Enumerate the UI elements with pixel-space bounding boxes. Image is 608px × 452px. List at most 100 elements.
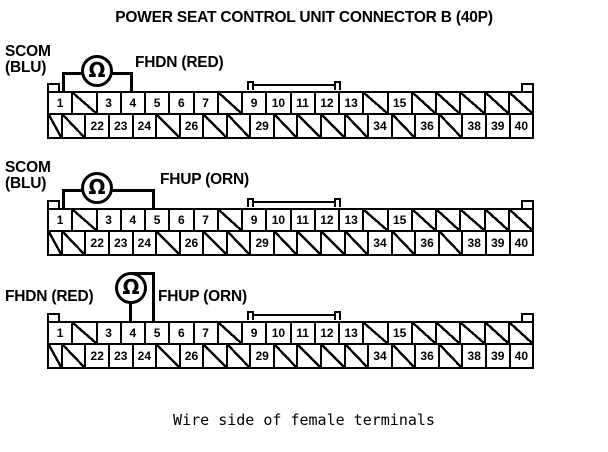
pin-cell-6: 6 [170, 210, 195, 230]
pin-cell-13: 13 [340, 93, 365, 113]
test-2-right-label: FHUP (ORN) [160, 171, 249, 188]
pin-number: 5 [153, 213, 161, 227]
pin-cell-35 [392, 345, 417, 367]
pin-cell-17 [437, 323, 462, 343]
pin-cell-33 [345, 115, 370, 137]
pin-cell-18 [461, 210, 486, 230]
pin-number: 15 [392, 213, 407, 227]
pin-number: 15 [392, 96, 407, 110]
pin-number: 3 [105, 326, 112, 340]
pin-cell-28 [227, 345, 252, 367]
ohm-icon: Ω [81, 55, 113, 87]
pin-cell-blank [62, 345, 87, 367]
pin-cell-37 [439, 115, 464, 137]
pin-number: 7 [202, 96, 209, 110]
pin-number: 38 [467, 236, 481, 250]
test-1-shoulder-left [47, 83, 60, 92]
pin-number: 11 [296, 326, 309, 340]
pin-cell-blank [62, 115, 87, 137]
pin-cell-23: 23 [109, 345, 134, 367]
test-3-left-label: FHDN (RED) [5, 288, 94, 305]
pin-cell-11: 11 [291, 210, 316, 230]
pin-cell-3: 3 [97, 210, 122, 230]
pin-cell-11: 11 [291, 93, 316, 113]
pin-cell-27 [204, 345, 228, 367]
pin-cell-8 [218, 93, 243, 113]
test-2-left-label: SCOM(BLU) [5, 160, 51, 192]
pin-number: 15 [392, 326, 407, 340]
pin-cell-19 [485, 93, 510, 113]
test-3-meter-symbol: Ω [122, 275, 140, 299]
pin-number: 34 [373, 349, 387, 363]
pin-number: 12 [320, 96, 334, 110]
pin-cell-1: 1 [49, 323, 74, 343]
pin-cell-23: 23 [109, 232, 134, 254]
pin-number: 22 [90, 236, 104, 250]
pin-cell-25 [157, 345, 181, 367]
test-3-lead-top-horizontal [129, 272, 154, 275]
pin-cell-20 [509, 93, 532, 113]
pin-cell-15: 15 [388, 210, 413, 230]
test-2-probe-lead-left [62, 189, 65, 209]
pin-number: 10 [271, 213, 286, 227]
pin-number: 24 [137, 119, 151, 133]
pin-cell-19 [485, 323, 510, 343]
pin-number: 6 [178, 96, 185, 110]
pin-cell-17 [437, 93, 462, 113]
pin-number: 12 [320, 213, 334, 227]
pin-number: 36 [420, 119, 434, 133]
test-2-meter-symbol: Ω [88, 175, 106, 199]
pin-number: 1 [56, 96, 64, 110]
pin-cell-16 [412, 93, 437, 113]
pin-number: 1 [56, 213, 64, 227]
test-3-right-label: FHUP (ORN) [158, 288, 247, 305]
pin-cell-13: 13 [340, 210, 365, 230]
test-2-probe-lead-right [152, 189, 155, 209]
locking-tab-right-post [334, 198, 341, 207]
pin-cell-8 [218, 323, 243, 343]
pin-cell-29: 29 [251, 232, 275, 254]
pin-number: 11 [296, 96, 309, 110]
pin-cell-7: 7 [194, 210, 219, 230]
pin-cell-4: 4 [121, 323, 146, 343]
pin-cell-26: 26 [180, 115, 205, 137]
pin-cell-33 [345, 232, 370, 254]
label-line: (BLU) [5, 59, 47, 76]
pin-number: 5 [153, 326, 161, 340]
pin-cell-9: 9 [243, 210, 268, 230]
pin-cell-29: 29 [251, 115, 275, 137]
pin-number: 39 [491, 349, 505, 363]
pin-number: 29 [255, 349, 269, 363]
pin-cell-24: 24 [133, 345, 158, 367]
test-3-probe-lead-right [152, 272, 155, 322]
pin-cell-12: 12 [315, 210, 340, 230]
pin-cell-39: 39 [486, 232, 511, 254]
pin-cell-40: 40 [510, 115, 533, 137]
pin-number: 6 [178, 326, 185, 340]
pin-cell-34: 34 [369, 345, 393, 367]
pin-cell-22: 22 [86, 115, 110, 137]
pin-cell-30 [274, 232, 299, 254]
pin-cell-18 [461, 323, 486, 343]
pin-number: 13 [344, 213, 358, 227]
pin-cell-32 [322, 115, 346, 137]
pin-cell-3: 3 [97, 323, 122, 343]
ohm-icon: Ω [115, 272, 147, 304]
label-line: SCOM [5, 43, 51, 60]
pin-number: 23 [114, 236, 128, 250]
pin-number: 3 [105, 213, 112, 227]
pin-cell-34: 34 [369, 115, 393, 137]
pin-cell-5: 5 [146, 93, 171, 113]
pin-cell-38: 38 [463, 115, 487, 137]
test-1-right-label: FHDN (RED) [135, 54, 224, 71]
pin-cell-33 [345, 345, 370, 367]
pin-number: 4 [129, 213, 137, 227]
pin-cell-14 [364, 323, 389, 343]
test-3-locking-tab [247, 311, 341, 320]
pin-number: 22 [90, 119, 104, 133]
